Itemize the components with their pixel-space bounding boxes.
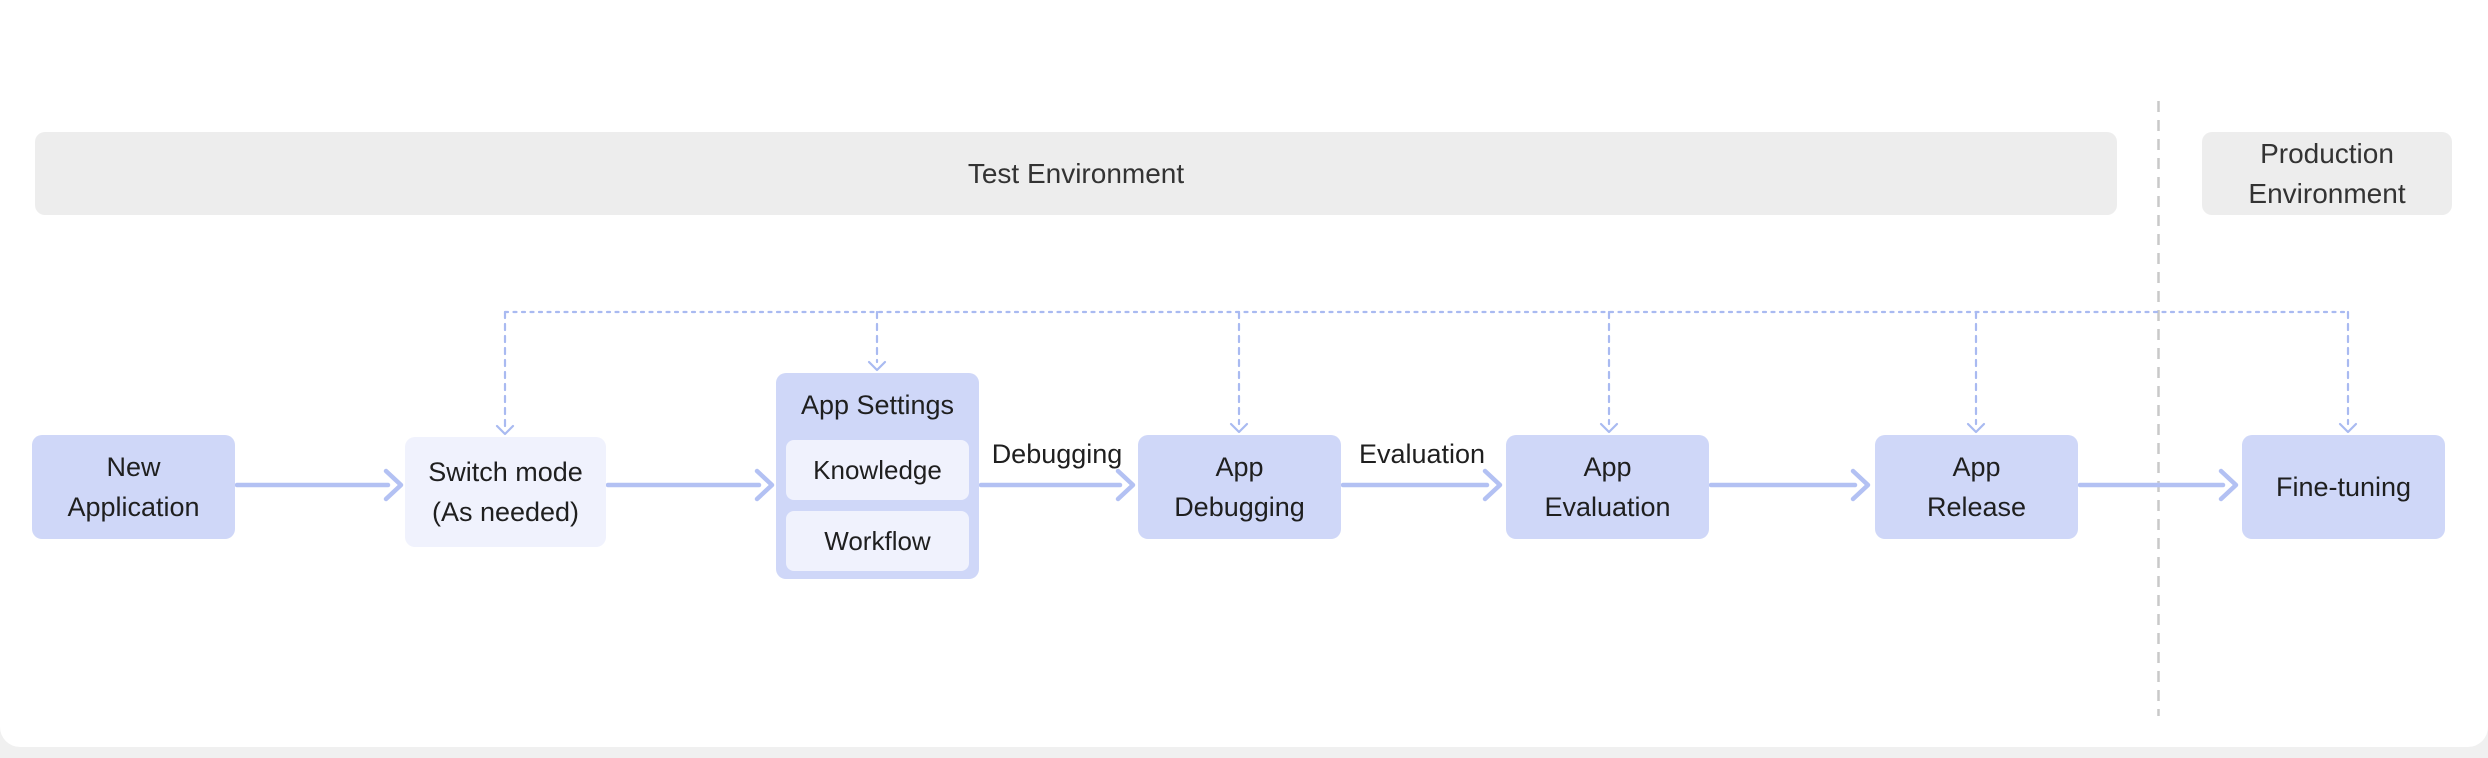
node-new-application: New Application <box>32 435 235 539</box>
arrow-app-settings-to-app-debugging <box>978 468 1136 502</box>
production-environment-label-line1: Production <box>2260 137 2394 169</box>
node-app-evaluation: App Evaluation <box>1506 435 1709 539</box>
node-label-line: Switch mode <box>428 457 583 487</box>
node-workflow: Workflow <box>786 511 969 571</box>
test-environment-label: Test Environment <box>967 157 1185 189</box>
arrowhead-icon <box>1482 468 1503 502</box>
node-knowledge: Knowledge <box>786 440 969 500</box>
feedback-arrowhead-app-release-icon <box>1966 422 1986 434</box>
node-app-debugging: App Debugging <box>1138 435 1341 539</box>
node-label-line: App <box>1952 452 2001 482</box>
arrow-app-evaluation-to-app-release <box>1708 468 1871 502</box>
app-settings-title: App Settings <box>800 390 955 420</box>
arrow-switch-mode-to-app-settings <box>605 468 775 502</box>
node-label-line: App <box>1215 452 1264 482</box>
node-switch-mode: Switch mode (As needed) <box>405 437 606 547</box>
feedback-arrowhead-app-debugging-icon <box>1229 422 1249 434</box>
edge-label-debugging: Debugging <box>991 439 1123 469</box>
node-label-line: App <box>1583 452 1632 482</box>
arrowhead-icon <box>1850 468 1871 502</box>
production-environment-banner: Production Environment <box>2202 132 2452 215</box>
node-label-line: Fine-tuning <box>2275 472 2412 502</box>
arrowhead-icon <box>2218 468 2239 502</box>
production-environment-label-line2: Environment <box>2248 177 2406 209</box>
edge-label-evaluation: Evaluation <box>1358 439 1486 469</box>
node-label-line: Evaluation <box>1544 492 1671 522</box>
feedback-arrowhead-app-evaluation-icon <box>1599 422 1619 434</box>
node-label-line: New <box>106 452 161 482</box>
arrowhead-icon <box>1115 468 1136 502</box>
arrow-app-debugging-to-app-evaluation <box>1340 468 1503 502</box>
node-app-release: App Release <box>1875 435 2078 539</box>
arrowhead-icon <box>754 468 775 502</box>
node-fine-tuning: Fine-tuning <box>2242 435 2445 539</box>
solid-flow-arrows <box>234 468 2239 502</box>
node-label-line: (As needed) <box>431 497 580 527</box>
arrow-app-release-to-fine-tuning <box>2077 468 2239 502</box>
arrow-new-application-to-switch-mode <box>234 468 404 502</box>
feedback-dashed-bus <box>495 310 2358 436</box>
test-environment-banner: Test Environment <box>35 132 2117 215</box>
node-label-line: Knowledge <box>813 455 942 485</box>
feedback-arrowhead-fine-tuning-icon <box>2338 422 2358 434</box>
feedback-arrowhead-app-settings-icon <box>867 360 887 372</box>
node-app-settings: App Settings Knowledge Workflow <box>776 373 979 579</box>
arrowhead-icon <box>383 468 404 502</box>
node-label-line: Workflow <box>824 526 931 556</box>
node-label-line: Release <box>1926 492 2027 522</box>
node-label-line: Debugging <box>1174 492 1305 522</box>
node-label-line: Application <box>67 492 200 522</box>
feedback-arrowhead-switch-mode-icon <box>495 424 515 436</box>
